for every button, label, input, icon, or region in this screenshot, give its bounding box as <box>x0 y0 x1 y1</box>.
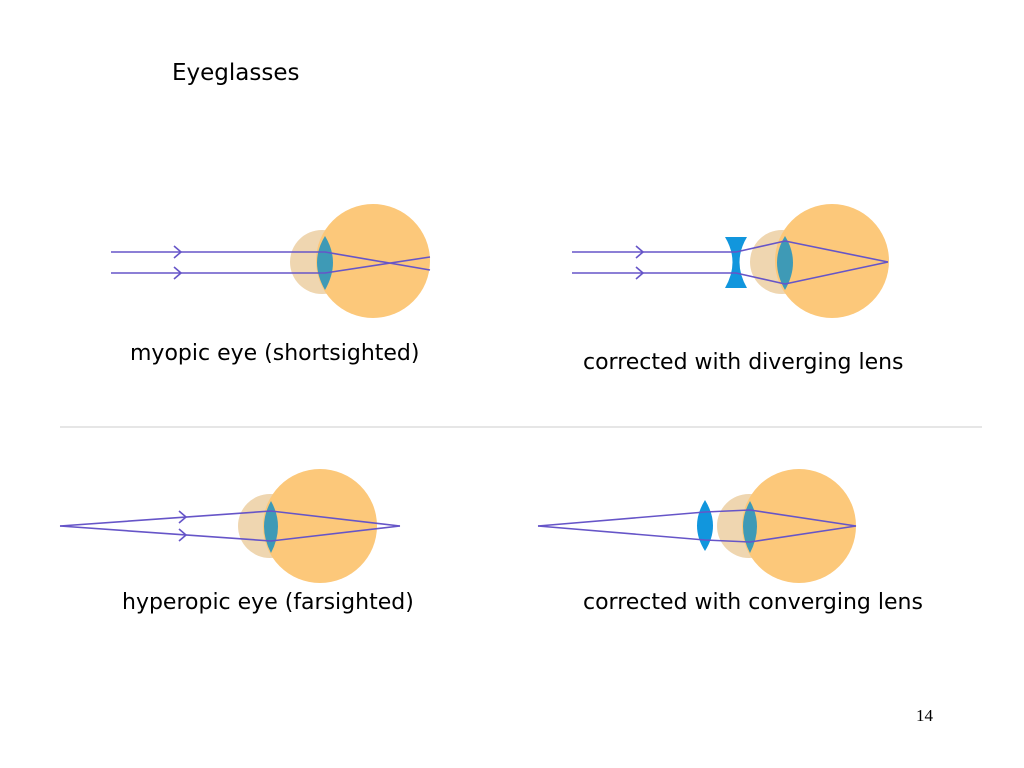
hyper-rays <box>59 510 401 542</box>
div-ray-top <box>572 240 889 263</box>
myopic-arrow-bottom <box>173 266 182 280</box>
converging-caption: corrected with converging lens <box>583 590 923 615</box>
diverging-lens <box>725 237 747 288</box>
conv-rays <box>537 509 857 543</box>
slide-title: Eyeglasses <box>172 60 300 86</box>
div-rays <box>572 240 889 285</box>
myopic-rays <box>111 245 431 280</box>
myopic-arrow-top <box>173 245 182 259</box>
div-arrow-top <box>635 245 644 259</box>
myopic-eye-lens <box>317 236 333 290</box>
div-arrow-bottom <box>635 266 644 280</box>
hyper-arrow-top <box>178 510 187 524</box>
conv-eye-lens <box>743 501 757 553</box>
page-number: 14 <box>916 706 933 725</box>
hyper-arrow-bottom <box>178 528 187 542</box>
myopic-ray-top <box>111 251 431 271</box>
div-eye-lens <box>777 236 793 290</box>
diverging-correction-panel <box>572 204 889 318</box>
hyperopic-eye-panel <box>59 469 401 583</box>
conv-ray-bottom <box>537 525 857 543</box>
hyperopic-caption: hyperopic eye (farsighted) <box>122 590 414 615</box>
myopic-caption: myopic eye (shortsighted) <box>130 341 420 366</box>
myopic-ray-bottom <box>111 256 431 274</box>
converging-lens <box>697 500 713 551</box>
diverging-caption: corrected with diverging lens <box>583 350 904 375</box>
myopic-eye-panel <box>111 204 431 318</box>
conv-ray-top <box>537 509 857 527</box>
hyper-ray-top <box>59 510 401 527</box>
conv-eyeball <box>742 469 856 583</box>
converging-correction-panel <box>537 469 857 583</box>
hyper-eyeball <box>263 469 377 583</box>
div-ray-bottom <box>572 261 889 285</box>
hyper-ray-bottom <box>59 525 401 542</box>
div-eyeball <box>775 204 889 318</box>
